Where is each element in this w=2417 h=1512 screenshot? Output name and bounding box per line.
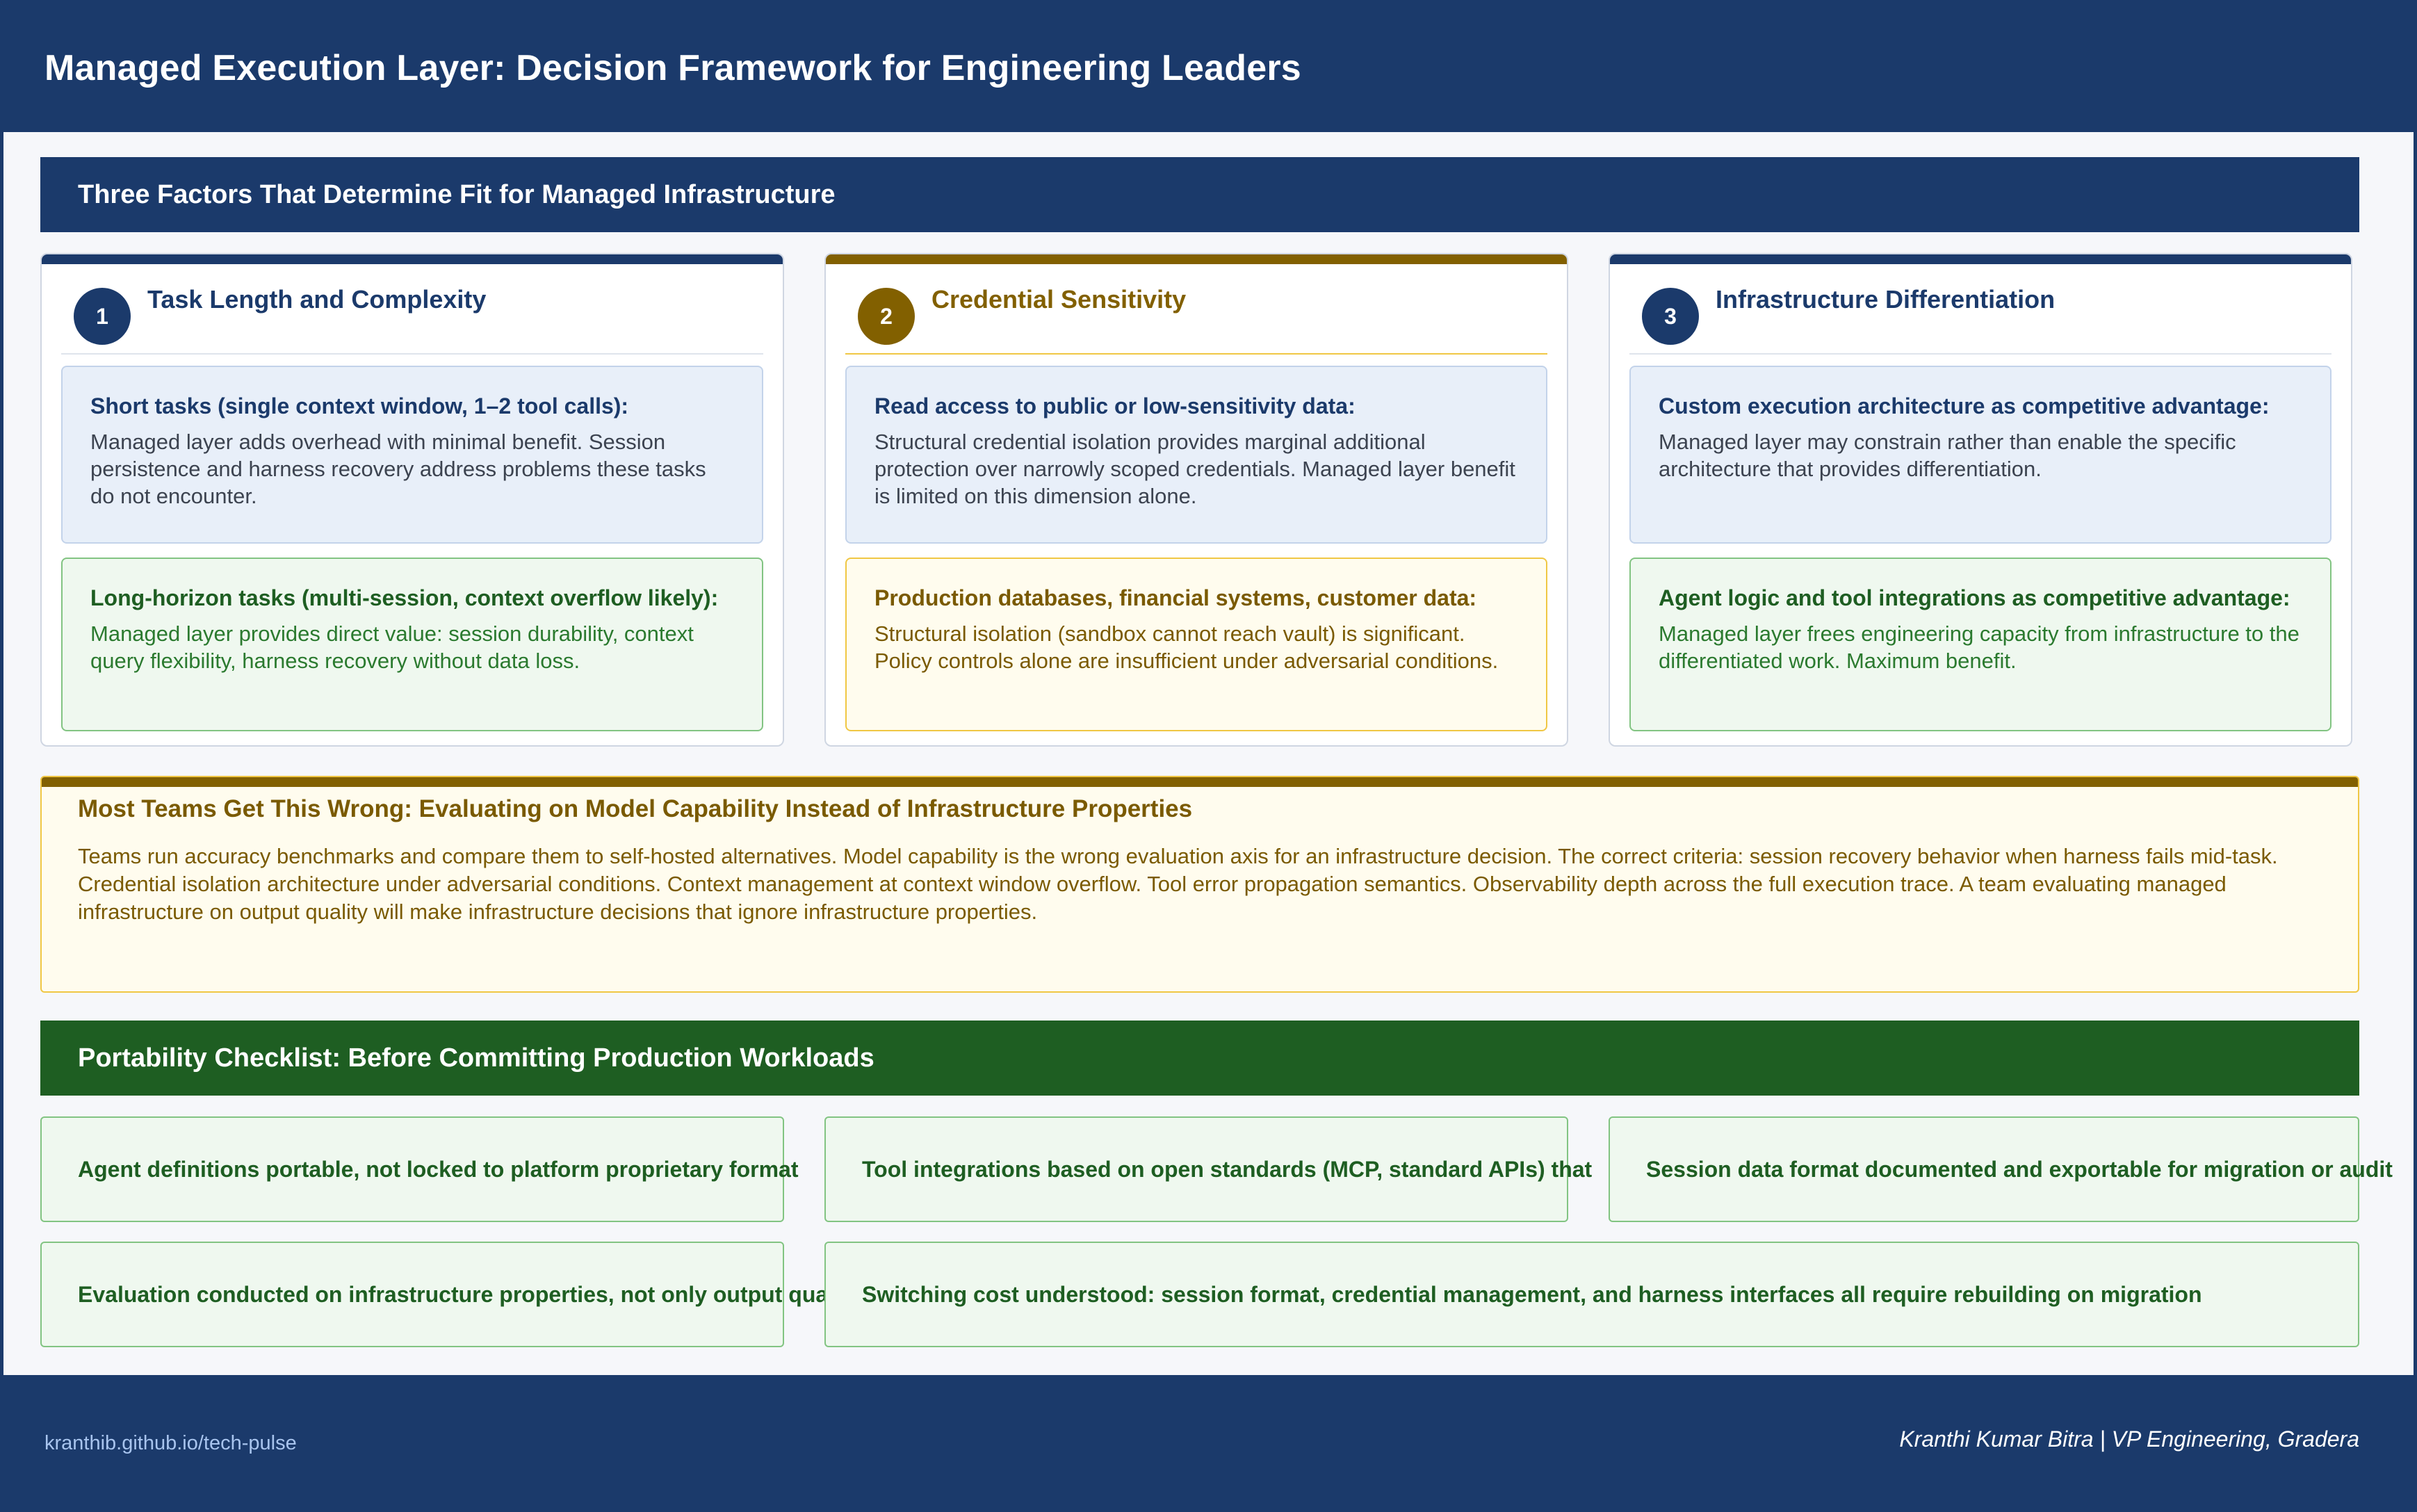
footer-author: Kranthi Kumar Bitra | VP Engineering, Gr… [1899,1426,2359,1452]
checklist-item: Tool integrations based on open standard… [824,1116,1592,1222]
callout-accent-bar [42,777,2358,787]
warning-callout: Most Teams Get This Wrong: Evaluating on… [40,776,2359,993]
box-heading: Read access to public or low-sensitivity… [874,393,1356,418]
factors-section-title: Three Factors That Determine Fit for Man… [78,179,836,209]
page-header: Managed Execution Layer: Decision Framew… [0,0,2417,132]
factor-high-box: Production databases, financial systems,… [845,558,1547,731]
factor-number-badge: 3 [1642,288,1699,345]
factor-low-box: Short tasks (single context window, 1–2 … [61,366,763,544]
factor-title: Task Length and Complexity [147,285,487,314]
factor-high-box: Long-horizon tasks (multi-session, conte… [61,558,763,731]
checklist-item: Agent definitions portable, not locked t… [40,1116,799,1222]
factor-title: Infrastructure Differentiation [1716,285,2056,314]
factor-number-badge: 1 [74,288,131,345]
box-body: Managed layer may constrain rather than … [1659,430,2236,481]
callout-title: Most Teams Get This Wrong: Evaluating on… [78,795,1193,822]
page-footer: kranthib.github.io/tech-pulse Kranthi Ku… [0,1375,2417,1512]
box-heading: Short tasks (single context window, 1–2 … [90,393,629,418]
box-heading: Agent logic and tool integrations as com… [1659,585,2290,610]
card-divider [845,353,1547,355]
card-accent-bar [826,254,1567,264]
checklist-section-header: Portability Checklist: Before Committing… [40,1021,2359,1096]
callout-body: Teams run accuracy benchmarks and compar… [78,844,2278,924]
factor-high-box: Agent logic and tool integrations as com… [1629,558,2331,731]
factor-low-box: Read access to public or low-sensitivity… [845,366,1547,544]
card-divider [61,353,763,355]
factor-number-badge: 2 [858,288,915,345]
card-accent-bar [42,254,783,264]
card-divider [1629,353,2331,355]
factor-card-infrastructure-differentiation: 3 Infrastructure Differentiation Custom … [1609,253,2352,747]
factor-card-task-length: 1 Task Length and Complexity Short tasks… [40,253,784,747]
factor-card-credential-sensitivity: 2 Credential Sensitivity Read access to … [824,253,1568,747]
box-body: Managed layer provides direct value: ses… [90,621,694,673]
card-accent-bar [1610,254,2351,264]
box-body: Managed layer frees engineering capacity… [1659,621,2300,673]
box-body: Managed layer adds overhead with minimal… [90,430,706,508]
factor-title: Credential Sensitivity [931,285,1187,314]
box-body: Structural credential isolation provides… [874,430,1515,508]
page-title: Managed Execution Layer: Decision Framew… [44,48,1301,88]
box-heading: Production databases, financial systems,… [874,585,1477,610]
checklist-item: Evaluation conducted on infrastructure p… [40,1242,860,1347]
box-body: Structural isolation (sandbox cannot rea… [874,621,1499,673]
checklist-section-title: Portability Checklist: Before Committing… [78,1043,874,1073]
factors-section-header: Three Factors That Determine Fit for Man… [40,157,2359,232]
factor-low-box: Custom execution architecture as competi… [1629,366,2331,544]
checklist-item: Session data format documented and expor… [1609,1116,2393,1222]
box-heading: Custom execution architecture as competi… [1659,393,2270,418]
box-heading: Long-horizon tasks (multi-session, conte… [90,585,719,610]
footer-url: kranthib.github.io/tech-pulse [44,1432,297,1454]
checklist-item: Switching cost understood: session forma… [824,1242,2359,1347]
